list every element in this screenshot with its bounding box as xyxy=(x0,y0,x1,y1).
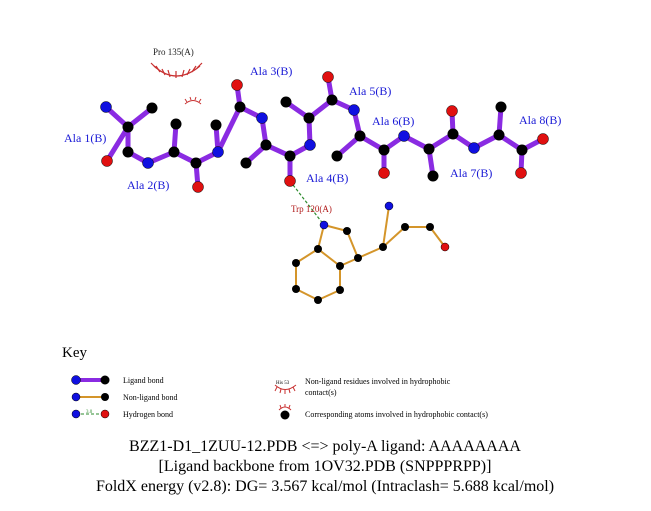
key-hydrogen-bond xyxy=(71,409,110,419)
ala2-label: Ala 2(B) xyxy=(127,178,169,192)
key-hydrophobic-atoms-label: Corresponding atoms involved in hydropho… xyxy=(305,410,488,419)
key-hydrogen-bond-distance: 3.0 xyxy=(86,410,93,415)
key-hydrophobic-atom-icon xyxy=(278,404,292,420)
key-ligand-bond-label: Ligand bond xyxy=(123,376,164,385)
ala7-label: Ala 7(B) xyxy=(450,166,492,180)
caption-line-3: FoldX energy (v2.8): DG= 3.567 kcal/mol … xyxy=(96,478,554,495)
key-hydrophobic-residues-label-2: contact(s) xyxy=(305,388,337,397)
trp120-atoms xyxy=(292,201,450,304)
key-ligand-bond xyxy=(71,375,110,385)
ala5-label: Ala 5(B) xyxy=(349,84,391,98)
key-non-ligand-bond xyxy=(71,392,109,402)
key-his53-sample: His 53 xyxy=(276,381,290,386)
ala6-label: Ala 6(B) xyxy=(372,114,414,128)
caption-line-2: [Ligand backbone from 1OV32.PDB (SNPPPRP… xyxy=(159,458,492,475)
key-hydrophobic-residue-icon xyxy=(274,384,297,394)
ligand-atoms xyxy=(100,71,549,193)
ala3-label: Ala 3(B) xyxy=(250,64,292,78)
pro135-hydrophobic-arc xyxy=(150,62,203,78)
ala4-label: Ala 4(B) xyxy=(306,171,348,185)
ligand-atom-hydrophobic-arc xyxy=(184,96,202,105)
ala1-label: Ala 1(B) xyxy=(64,131,106,145)
key-title: Key xyxy=(62,345,87,361)
key-non-ligand-bond-label: Non-ligand bond xyxy=(123,393,177,402)
ala8-label: Ala 8(B) xyxy=(519,113,561,127)
pro135-label: Pro 135(A) xyxy=(153,47,194,57)
hydrogen-bond-ala4-trp120 xyxy=(289,180,325,226)
caption-line-1: BZZ1-D1_1ZUU-12.PDB <=> poly-A ligand: A… xyxy=(129,438,521,455)
trp120-label: Trp 120(A) xyxy=(291,204,332,214)
key-hydrogen-bond-label: Hydrogen bond xyxy=(123,410,173,419)
key-hydrophobic-residues-label: Non-ligand residues involved in hydropho… xyxy=(305,377,451,386)
non-ligand-bonds xyxy=(295,205,446,301)
